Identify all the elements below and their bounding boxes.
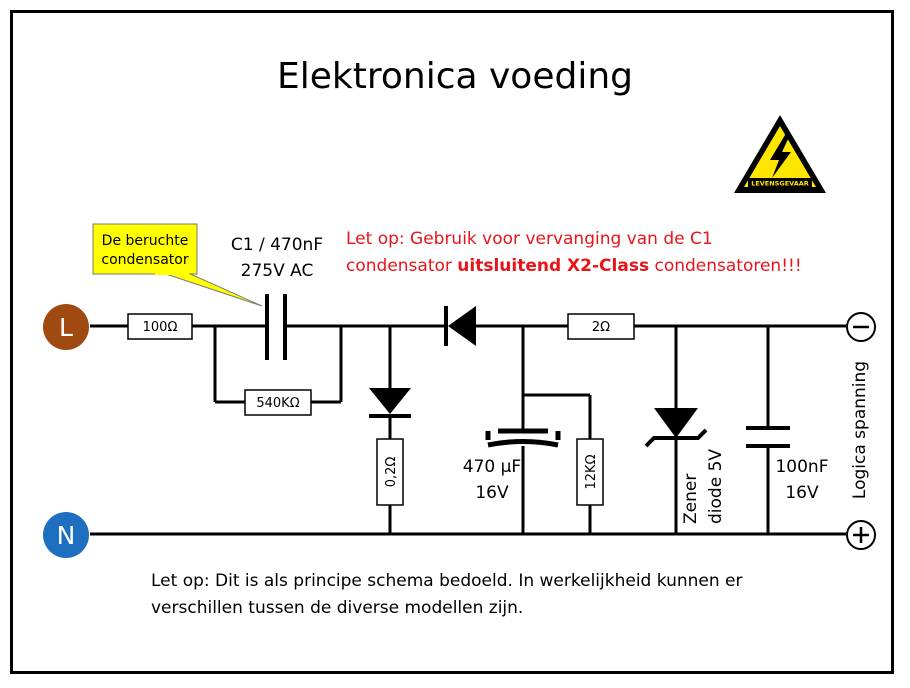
resistor-100-ohm bbox=[127, 313, 193, 340]
resistor-540k-label: 540KΩ bbox=[256, 396, 299, 411]
callout-seam bbox=[155, 271, 189, 275]
resistor-bodies bbox=[127, 313, 635, 506]
callout-de-beruchte-condensator: De beruchte condensator bbox=[92, 223, 263, 307]
terminal-N: N bbox=[43, 512, 89, 558]
note-line1: Let op: Dit is als principe schema bedoe… bbox=[151, 571, 742, 591]
zener-label-line1: Zener bbox=[681, 474, 701, 524]
diode-series bbox=[444, 306, 476, 346]
hazard-label-bg bbox=[748, 178, 812, 187]
c1-label-line1: C1 / 470nF bbox=[231, 235, 323, 255]
resistor-12k-label: 12KΩ bbox=[584, 454, 599, 489]
terminal-L-circle bbox=[43, 304, 89, 350]
callout-line1: De beruchte bbox=[102, 233, 189, 249]
high-voltage-icon bbox=[770, 135, 791, 178]
warning-line2: condensator uitsluitend X2-Class condens… bbox=[346, 256, 802, 276]
terminal-L: L bbox=[43, 304, 89, 350]
warning-line1: Let op: Gebruik voor vervanging van de C… bbox=[346, 229, 713, 249]
resistor-12k-ohm bbox=[576, 438, 604, 506]
hazard-warning-sign: LEVENSGEVAAR bbox=[734, 115, 826, 193]
output-voltage-label: Logica spanning bbox=[850, 361, 870, 499]
hazard-label: LEVENSGEVAAR bbox=[751, 180, 809, 188]
terminal-N-circle bbox=[43, 512, 89, 558]
callout-line2: condensator bbox=[101, 252, 188, 268]
cap-470-label-line2: 16V bbox=[475, 483, 509, 503]
page-title: Elektronica voeding bbox=[276, 56, 633, 97]
slide-frame bbox=[10, 10, 894, 674]
capacitor-c1 bbox=[265, 294, 287, 360]
resistor-0-2-ohm bbox=[376, 438, 404, 506]
terminal-L-label: L bbox=[59, 313, 73, 342]
resistor-0-2-label: 0,2Ω bbox=[384, 457, 399, 488]
capacitor-100nf bbox=[746, 426, 790, 448]
cap-470-label-line1: 470 µF bbox=[463, 457, 521, 477]
cap-100-label-line2: 16V bbox=[785, 483, 819, 503]
diode-shunt bbox=[369, 388, 411, 418]
terminal-minus bbox=[846, 312, 876, 342]
resistor-540k-ohm bbox=[244, 389, 312, 416]
zener-diode bbox=[644, 408, 708, 448]
resistor-100-label: 100Ω bbox=[143, 320, 178, 335]
resistor-2-label: 2Ω bbox=[592, 320, 610, 335]
note-line2: verschillen tussen de diverse modellen z… bbox=[151, 598, 523, 618]
callout-box bbox=[92, 223, 198, 275]
c1-label-line2: 275V AC bbox=[241, 261, 314, 281]
terminal-N-label: N bbox=[57, 521, 76, 550]
cap-100-label-line1: 100nF bbox=[775, 457, 828, 477]
terminal-plus bbox=[846, 520, 876, 550]
resistor-2-ohm bbox=[567, 313, 635, 340]
capacitor-470uf bbox=[485, 428, 561, 448]
zener-label-line2: diode 5V bbox=[706, 449, 726, 524]
wires bbox=[90, 324, 846, 536]
